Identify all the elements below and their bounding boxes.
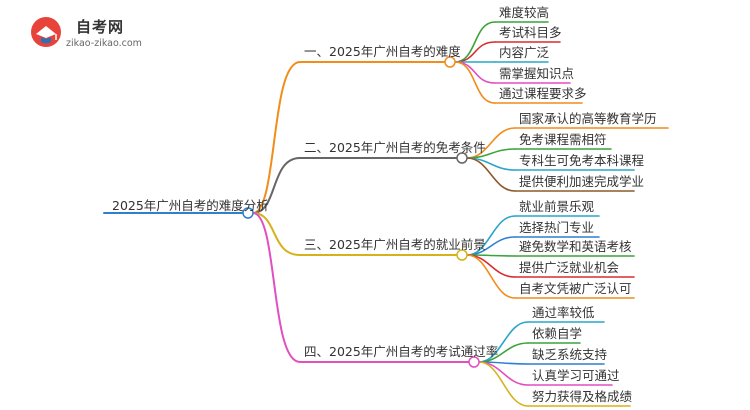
- leaf-label-1-1: 难度较高: [499, 5, 550, 20]
- leaf-label-2-1: 国家承认的高等教育学历: [519, 111, 657, 126]
- leaf-edge-3-4: [466, 254, 516, 278]
- branch-node-2[interactable]: [456, 152, 468, 164]
- leaf-edge-1-4: [454, 61, 496, 84]
- leaf-label-4-1: 通过率较低: [532, 305, 595, 320]
- leaf-label-3-1: 就业前景乐观: [519, 199, 595, 214]
- logo-mark-icon: [31, 17, 61, 47]
- branch-edge-4: [252, 212, 301, 363]
- branch-edge-2: [252, 157, 301, 214]
- leaf-label-1-4: 需掌握知识点: [499, 66, 575, 81]
- leaf-label-1-3: 内容广泛: [499, 45, 550, 60]
- root-node-label: 2025年广州自考的难度分析: [112, 198, 269, 213]
- leaf-edge-1-5: [454, 61, 496, 104]
- leaf-label-4-5: 努力获得及格成绩: [532, 389, 633, 404]
- branch-label-3: 三、2025年广州自考的就业前景: [304, 237, 486, 252]
- leaf-label-1-5: 通过课程要求多: [499, 86, 587, 101]
- leaf-label-1-2: 考试科目多: [499, 25, 562, 40]
- logo-title: 自考网: [76, 18, 125, 36]
- leaf-label-4-3: 缺乏系统支持: [532, 347, 608, 362]
- leaf-edge-2-4: [466, 157, 516, 192]
- branch-label-4: 四、2025年广州自考的考试通过率: [304, 344, 499, 359]
- branch-edge-3: [252, 212, 301, 256]
- site-logo[interactable]: 自考网 zikao-zikao.com: [28, 12, 168, 56]
- leaf-label-4-2: 依赖自学: [532, 326, 583, 341]
- leaf-label-3-4: 提供广泛就业机会: [519, 260, 620, 275]
- root-node[interactable]: [242, 207, 254, 219]
- leaf-label-2-2: 免考课程需相符: [519, 132, 607, 147]
- leaf-edge-3-5: [466, 254, 516, 299]
- leaf-label-2-4: 提供便利加速完成学业: [519, 174, 645, 189]
- branch-node-4[interactable]: [468, 356, 480, 368]
- branch-label-1: 一、2025年广州自考的难度: [304, 44, 461, 59]
- leaf-edge-4-4: [478, 361, 529, 386]
- branch-edge-1: [252, 61, 301, 214]
- branch-node-1[interactable]: [444, 56, 456, 68]
- leaf-label-4-4: 认真学习可通过: [532, 368, 620, 383]
- leaf-label-3-3: 避免数学和英语考核: [519, 239, 632, 254]
- leaf-label-3-2: 选择热门专业: [519, 220, 595, 235]
- leaf-label-2-3: 专科生可免考本科课程: [519, 153, 645, 168]
- branch-label-2: 二、2025年广州自考的免考条件: [304, 140, 486, 155]
- logo-subtitle: zikao-zikao.com: [66, 38, 142, 49]
- leaf-label-3-5: 自考文凭被广泛认可: [519, 281, 632, 296]
- leaf-edge-4-5: [478, 361, 529, 407]
- leaf-edge-1-2: [454, 41, 496, 63]
- branch-node-3[interactable]: [456, 249, 468, 261]
